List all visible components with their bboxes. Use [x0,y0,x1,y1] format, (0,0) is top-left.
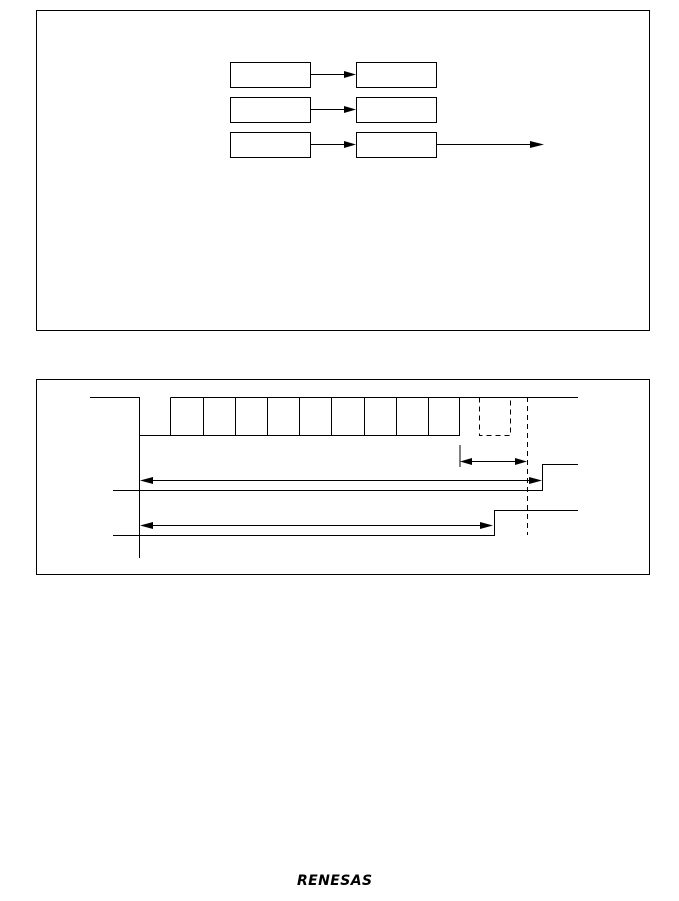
logo-text: RENESAS [297,873,372,889]
timing-diagram [36,379,650,575]
block-diagram-frame [36,10,650,331]
interval-optional [459,445,527,467]
optional-bit-cell [479,397,511,436]
left-box-1 [230,62,311,88]
flag-signal-1 [113,464,578,491]
right-box-3 [356,132,437,158]
left-box-3 [230,132,311,158]
right-box-1 [356,62,437,88]
connection-arrow-3 [311,141,356,148]
connection-arrow-1 [311,71,356,78]
serial-line-waveform [90,397,578,436]
interval-short [140,522,493,529]
timing-diagram-frame [36,379,650,575]
block-diagram [36,10,650,331]
flag-signal-2 [113,510,578,536]
connection-arrow-2 [311,106,356,113]
interval-long [140,477,542,484]
right-box-2 [356,97,437,123]
left-box-2 [230,97,311,123]
renesas-logo: RENESAS [297,873,372,889]
output-arrow [437,141,544,148]
